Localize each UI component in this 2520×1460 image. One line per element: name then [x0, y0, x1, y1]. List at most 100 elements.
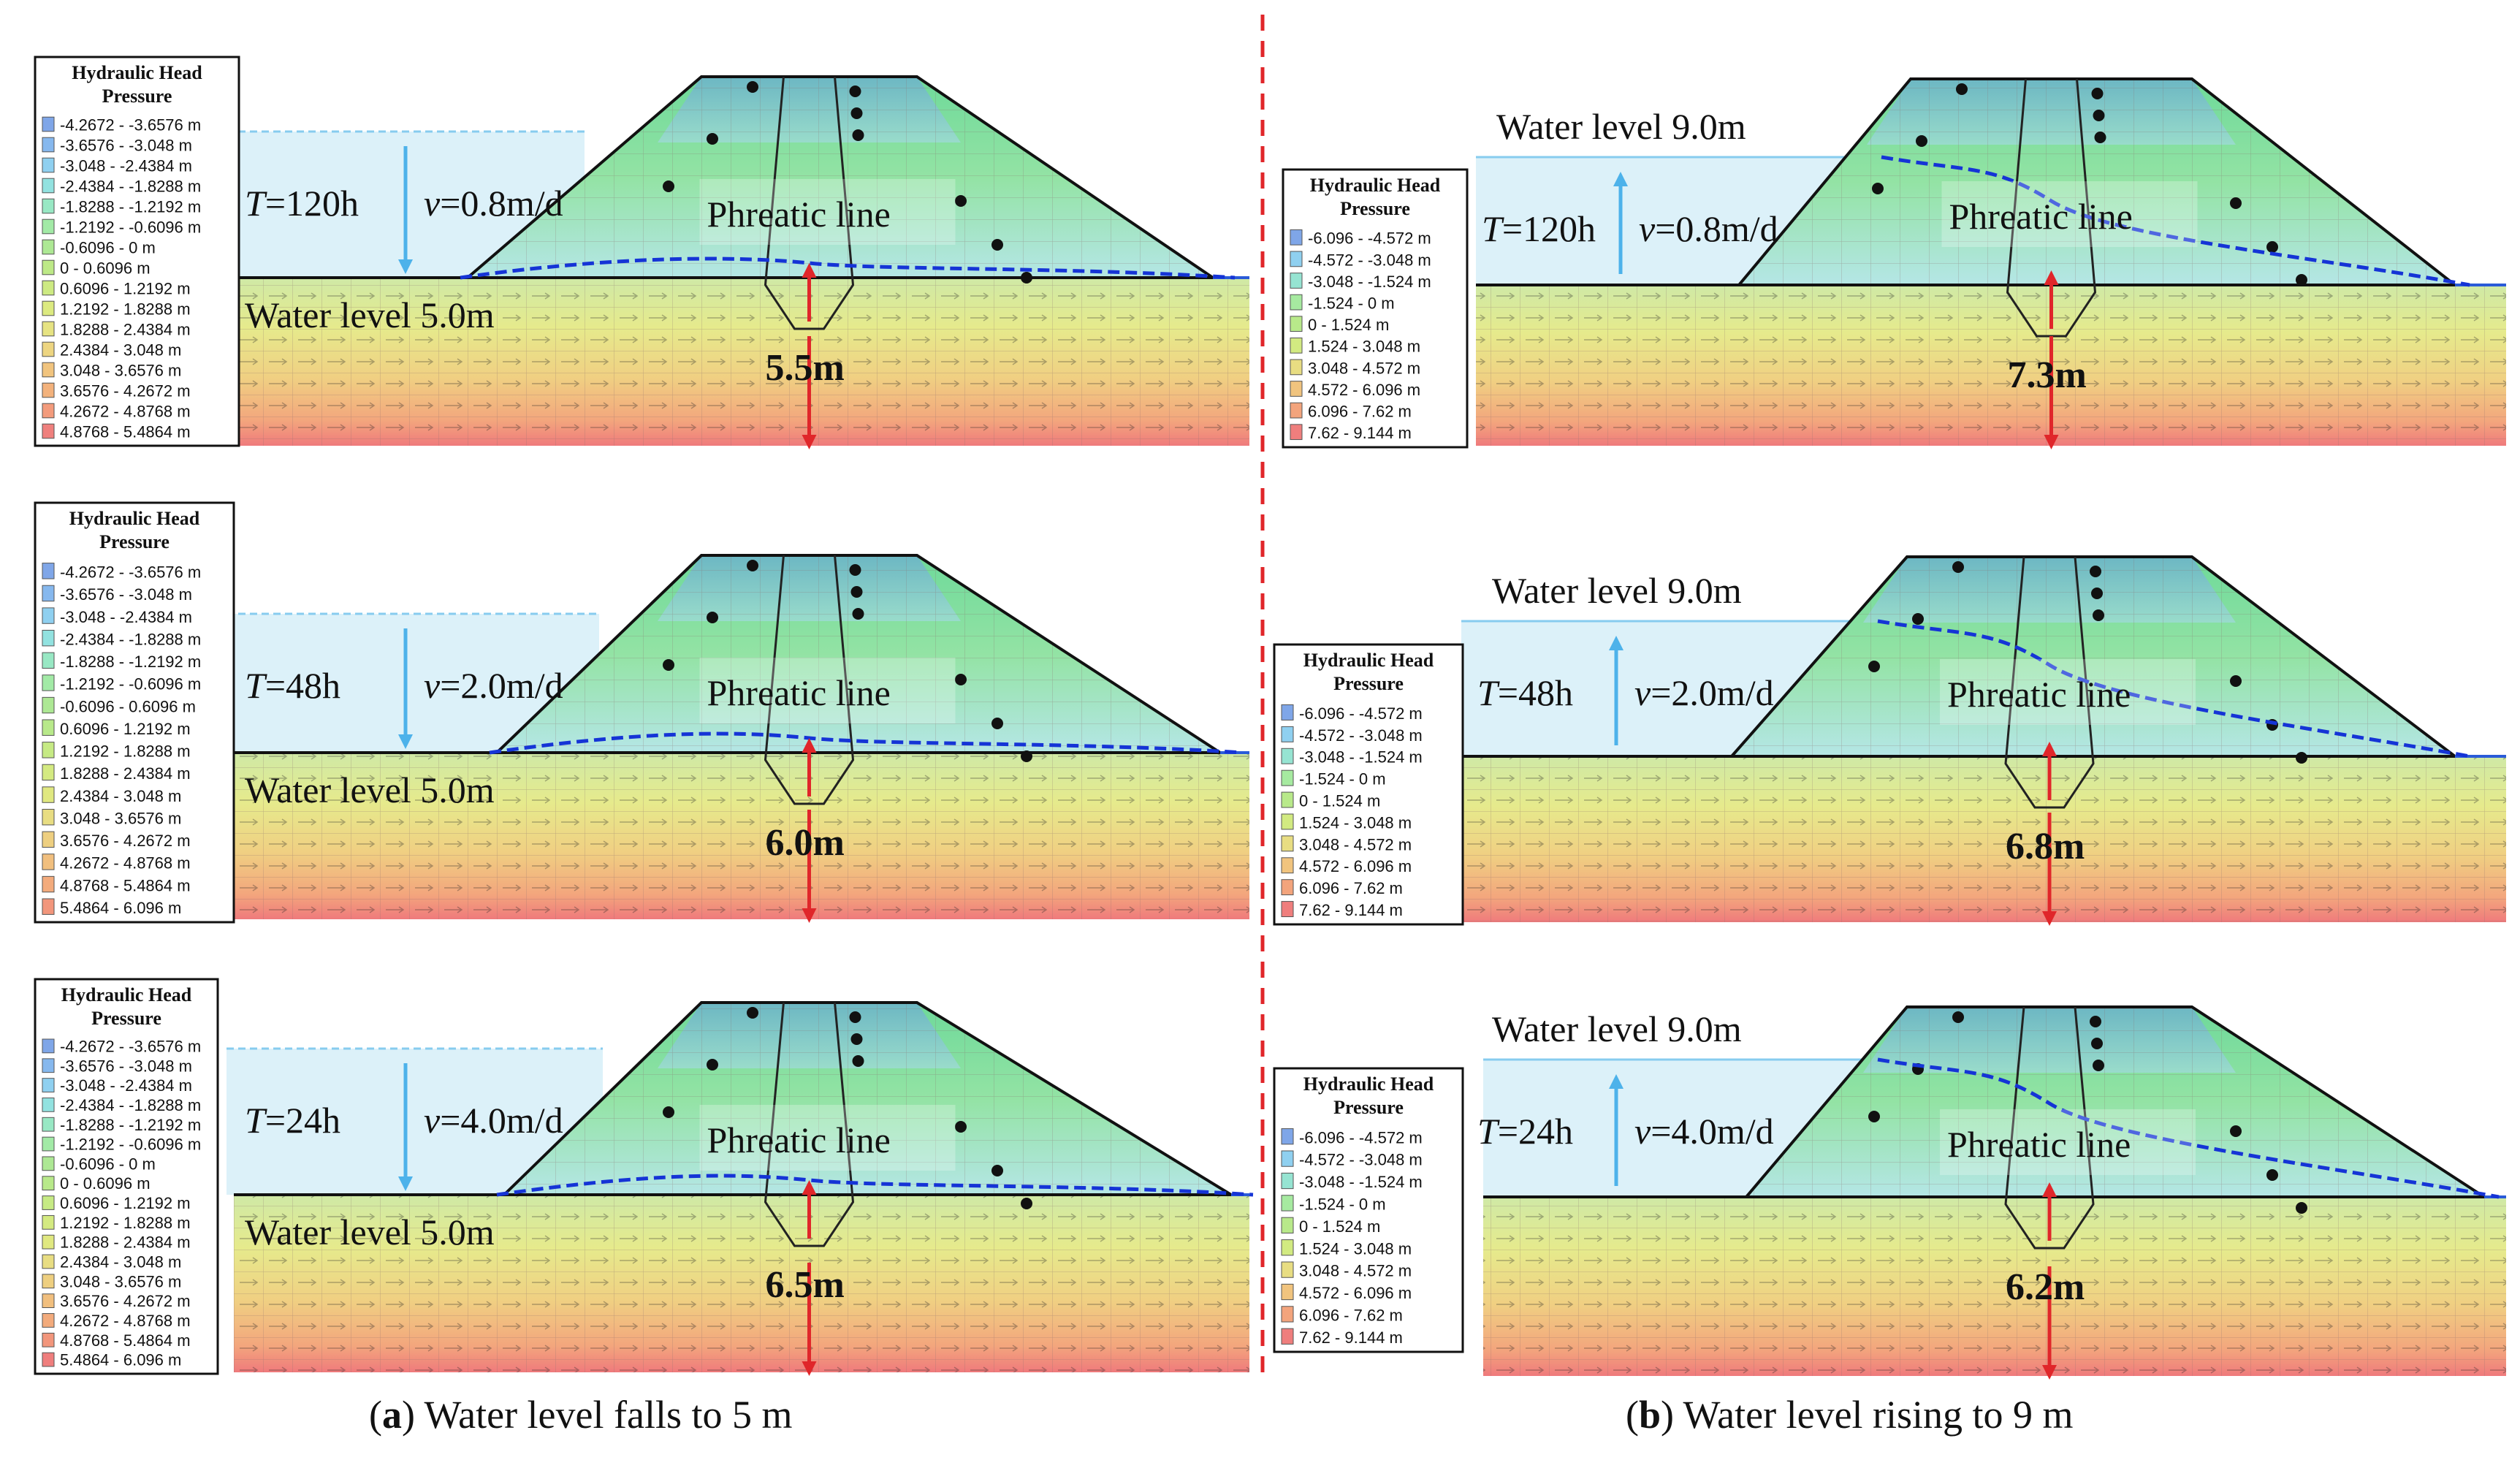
panel-b1-phreatic-label: Phreatic line — [1949, 196, 2133, 237]
panel-b2-legend-swatch — [1281, 835, 1294, 852]
panel-b1-legend-entry: -4.572 - -3.048 m — [1308, 251, 1431, 269]
panel-a1-monitoring-point — [850, 107, 863, 119]
panel-b3-time-label: T=24h — [1477, 1111, 1573, 1152]
panel-b3-legend-entry: 1.524 - 3.048 m — [1299, 1239, 1412, 1258]
panel-a3-legend-swatch — [42, 1038, 55, 1054]
panel-a1-legend-title: Hydraulic Head — [72, 62, 202, 83]
panel-a2-legend-swatch — [42, 585, 55, 602]
caption-b-letter: b — [1638, 1393, 1661, 1437]
panel-a2-legend-entry: -0.6096 - 0.6096 m — [60, 697, 196, 715]
panel-b1-monitoring-point — [2091, 88, 2104, 99]
panel-b3-legend-swatch — [1281, 1306, 1294, 1323]
panel-b3-legend-swatch — [1281, 1195, 1294, 1212]
panel-b1-legend-entry: -6.096 - -4.572 m — [1308, 229, 1431, 248]
panel-b2-legend-entry: -1.524 - 0 m — [1299, 770, 1386, 788]
panel-a2-monitoring-point — [850, 586, 863, 598]
caption-b-text: ) Water level rising to 9 m — [1661, 1393, 2074, 1437]
panel-b3-monitoring-point — [2266, 1169, 2278, 1181]
panel-b2-depth-label: 6.8m — [2006, 826, 2085, 867]
panel-b1-time-value: =120h — [1502, 208, 1596, 249]
panel-b3-legend-entry: 6.096 - 7.62 m — [1299, 1307, 1403, 1325]
panel-a3-legend-entry: -2.4384 - -1.8288 m — [60, 1096, 201, 1114]
panel-a3-water-level-label: Water level 5.0m — [245, 1212, 495, 1252]
panel-a2-monitoring-point — [747, 560, 758, 571]
panel-b3-legend-entry: 4.572 - 6.096 m — [1299, 1284, 1412, 1302]
panel-a3-core-wall — [764, 1002, 855, 1247]
panel-a1-legend-entry: -4.2672 - -3.6576 m — [60, 115, 201, 134]
panel-a2-legend-swatch — [42, 831, 55, 848]
caption-a-letter: a — [381, 1393, 402, 1437]
panel-a2-legend-swatch — [42, 563, 55, 579]
panel-a2-legend-entry: 1.2192 - 1.8288 m — [60, 742, 191, 761]
panel-a1-legend-entry: 3.6576 - 4.2672 m — [60, 381, 191, 400]
panel-b2-time-value: =48h — [1498, 672, 1573, 713]
panel-a1-legend-swatch — [42, 116, 55, 132]
panel-a3-legend-entry: 1.2192 - 1.8288 m — [60, 1214, 191, 1232]
panel-b3-monitoring-point — [2091, 1038, 2103, 1049]
panel-b1-legend-swatch — [1290, 294, 1303, 311]
panel-b2-legend-entry: 6.096 - 7.62 m — [1299, 879, 1403, 897]
panel-b2-time-symbol: T — [1477, 672, 1500, 713]
panel-a1-legend-entry: -3.048 - -2.4384 m — [60, 156, 192, 175]
panel-b3-core-wall — [2004, 1006, 2095, 1250]
panel-b2-monitoring-point — [2093, 609, 2104, 621]
panel-a1-phreatic-label: Phreatic line — [707, 194, 891, 235]
panel-b2-phreatic-label: Phreatic line — [1947, 674, 2131, 715]
panel-a1-legend-swatch — [42, 403, 55, 419]
panel-a3-legend-title: Hydraulic Head — [61, 984, 192, 1005]
panel-a3-legend-entry: 3.048 - 3.6576 m — [60, 1272, 181, 1290]
panel-a3-legend-swatch — [42, 1332, 55, 1347]
panel-b2-legend-entry: 3.048 - 4.572 m — [1299, 835, 1412, 853]
panel-b2-phreatic-line — [1877, 619, 2470, 758]
panel-a2-legend-swatch — [42, 898, 55, 915]
panel-a1-legend-swatch — [42, 178, 55, 194]
panel-b1-monitoring-point — [2296, 274, 2307, 286]
panel-b3-velocity-symbol: v — [1634, 1111, 1651, 1152]
panel-b2-monitoring-point — [2090, 566, 2101, 577]
panel-a1-water-level-label: Water level 5.0m — [245, 294, 495, 335]
panel-a3-time-label: T=24h — [245, 1100, 340, 1141]
panel-b2-legend-title: Hydraulic Head — [1303, 650, 1434, 671]
panel-b3-legend-swatch — [1281, 1261, 1294, 1278]
panel-a1-velocity-symbol: v — [424, 183, 441, 224]
panel-b1-velocity-symbol: v — [1639, 208, 1656, 249]
panel-a3-monitoring-point — [1021, 1198, 1032, 1209]
panel-a1-legend-swatch — [42, 218, 55, 235]
panel-b3-monitoring-point — [2090, 1016, 2101, 1027]
panel-b3-velocity-label: v=4.0m/d — [1634, 1111, 1774, 1152]
panel-a3-legend-box — [34, 978, 219, 1375]
panel-a3-dam-mesh — [504, 1003, 1231, 1195]
panel-b1-depth-label: 7.3m — [2008, 354, 2087, 396]
panel-a2-monitoring-point — [663, 659, 674, 671]
panel-b2-phreatic-label-bg — [1940, 659, 2196, 725]
panel-a2-legend-swatch — [42, 742, 55, 758]
panel-a2-flow-vectors — [234, 753, 1249, 919]
panel-a2-legend-swatch — [42, 808, 55, 826]
panel-b1-dam-mesh — [1739, 79, 2455, 285]
panel-b3-legend-entry: 3.048 - 4.572 m — [1299, 1262, 1412, 1280]
panel-a2-monitoring-point — [849, 564, 861, 576]
panel-a2-legend-swatch — [42, 719, 55, 736]
panel-b2-legend-swatch — [1281, 769, 1294, 786]
panel-a2-legend-entry: -1.8288 - -1.2192 m — [60, 653, 201, 671]
panel-b3-flow-vectors — [1483, 1197, 2506, 1376]
panel-a2-time-symbol: T — [245, 665, 267, 706]
panel-a1-monitoring-point — [852, 129, 864, 141]
panel-a3-legend-swatch — [42, 1254, 55, 1269]
panel-b2-velocity-symbol: v — [1634, 672, 1651, 713]
panel-a1-phreatic-label-bg — [699, 179, 956, 245]
panel-a1-legend-box — [34, 56, 240, 447]
panel-a2-legend-entry: 2.4384 - 3.048 m — [60, 787, 181, 805]
panel-a1-flow-vectors — [234, 278, 1249, 446]
panel-b1-legend-swatch — [1290, 402, 1303, 419]
panel-a2-legend-swatch — [42, 853, 55, 870]
panel-a1-legend-entry: 1.8288 - 2.4384 m — [60, 320, 191, 338]
panel-b1-monitoring-point — [1872, 183, 1884, 194]
panel-a3-velocity-symbol: v — [424, 1100, 441, 1141]
panel-b2-velocity-value: =2.0m/d — [1651, 672, 1773, 713]
panel-a1-legend-swatch — [42, 300, 55, 316]
panel-a1-monitoring-point — [849, 85, 861, 97]
panel-a1-time-symbol: T — [245, 183, 267, 224]
panel-a2-legend-entry: -2.4384 - -1.8288 m — [60, 630, 201, 648]
